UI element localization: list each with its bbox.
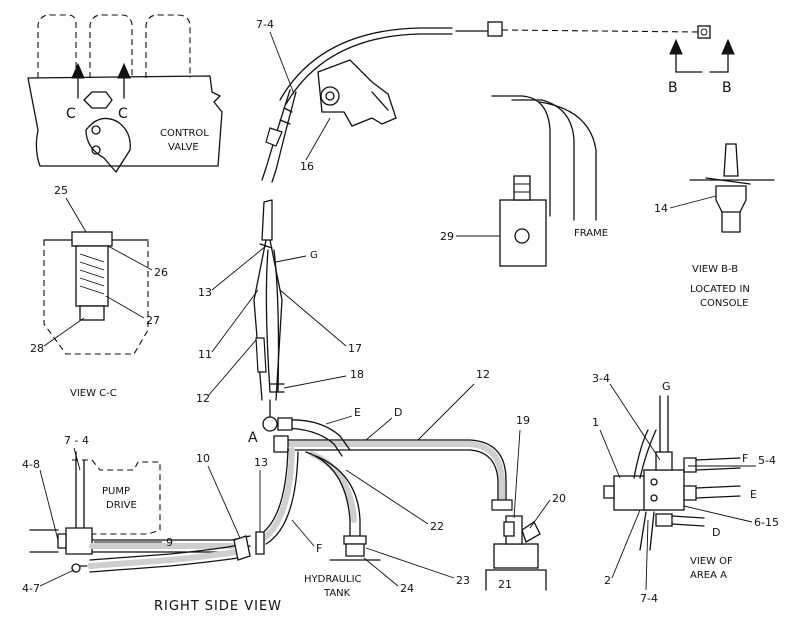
cable-end-fitting [487, 21, 503, 37]
view-cc-label: VIEW C-C [70, 388, 117, 399]
console-switch [689, 143, 775, 233]
hydraulic-tank-label-2: TANK [323, 588, 351, 599]
letter-e: E [354, 406, 361, 419]
callout-19: 19 [516, 414, 530, 427]
callout-3-4: 3-4 [592, 372, 610, 385]
view-cc [43, 231, 149, 355]
callout-16: 16 [300, 160, 314, 173]
main-hose-d [285, 439, 513, 511]
control-valve-view [27, 14, 223, 173]
control-valve-label-2: VALVE [168, 142, 199, 153]
callout-5-4: 5-4 [758, 454, 776, 467]
letter-a: A [248, 430, 258, 446]
callout-11: 11 [198, 348, 212, 361]
letter-g-area-a: G [662, 380, 671, 393]
callout-2: 2 [604, 574, 611, 587]
callout-27: 27 [146, 314, 160, 327]
frame-label: FRAME [574, 228, 608, 239]
hydraulic-tank [485, 515, 547, 591]
tank-fitting [329, 519, 381, 561]
hose-22 [305, 451, 361, 523]
callout-14: 14 [654, 202, 668, 215]
callout-20: 20 [552, 492, 566, 505]
pump-drive-label-1: PUMP [102, 486, 130, 497]
section-letter-c-left: C [66, 106, 76, 122]
callout-17: 17 [348, 342, 362, 355]
area-a-block-right [643, 469, 685, 511]
callout-23: 23 [456, 574, 470, 587]
console-label: CONSOLE [700, 298, 748, 309]
callout-24: 24 [400, 582, 414, 595]
callout-22: 22 [430, 520, 444, 533]
pump-drive-label-2: DRIVE [106, 500, 137, 511]
letter-d: D [394, 406, 402, 419]
area-a-valve [603, 395, 741, 551]
callout-4-8: 4-8 [22, 458, 40, 471]
frame-view [491, 95, 597, 267]
letter-g-hose: G [310, 250, 318, 261]
lever-assembly [261, 21, 711, 183]
letter-f-area-a: F [742, 452, 748, 465]
letter-e-area-a: E [750, 488, 757, 501]
filter-block [499, 199, 547, 267]
vertical-hose-bundle [253, 199, 285, 401]
section-letter-c-right: C [118, 106, 128, 122]
letter-f: F [316, 542, 322, 555]
callout-1: 1 [592, 416, 599, 429]
suction-hose-9-10 [87, 531, 265, 573]
section-letter-b-left: B [668, 80, 678, 96]
view-of-label: VIEW OF [690, 556, 733, 567]
hydraulic-tank-label-1: HYDRAULIC [304, 574, 362, 585]
callout-4-7: 4-7 [22, 582, 40, 595]
callout-21: 21 [498, 578, 512, 591]
section-arrow-b-left: B [668, 38, 703, 96]
callout-6-15: 6-15 [754, 516, 779, 529]
callout-10: 10 [196, 452, 210, 465]
section-arrow-c-left: C [66, 62, 85, 122]
callout-28: 28 [30, 342, 44, 355]
right-side-view-title: RIGHT SIDE VIEW [154, 599, 282, 614]
view-bb-label: VIEW B-B [692, 264, 738, 275]
letter-d-area-a: D [712, 526, 720, 539]
callout-25: 25 [54, 184, 68, 197]
area-a-label: AREA A [690, 570, 727, 581]
pump-drive [29, 451, 161, 573]
callout-18: 18 [350, 368, 364, 381]
callout-12-right: 12 [476, 368, 490, 381]
callout-29: 29 [440, 230, 454, 243]
callout-7-4-area: 7-4 [640, 592, 658, 605]
callout-12-left: 12 [196, 392, 210, 405]
control-valve-label-1: CONTROL [160, 128, 209, 139]
pressure-valve-a [262, 399, 293, 453]
callout-7-4-top: 7-4 [256, 18, 274, 31]
callout-13-upper: 13 [198, 286, 212, 299]
plug-head [71, 231, 113, 247]
callout-26: 26 [154, 266, 168, 279]
callout-9: 9 [166, 536, 173, 549]
section-letter-b-right: B [722, 80, 732, 96]
callout-13-lower: 13 [254, 456, 268, 469]
located-in-label: LOCATED IN [690, 284, 750, 295]
lever-housing [317, 59, 397, 127]
section-arrow-c-right: C [117, 62, 131, 122]
callout-7-4-pump: 7 - 4 [64, 434, 89, 447]
section-arrow-b-right: B [709, 38, 735, 96]
